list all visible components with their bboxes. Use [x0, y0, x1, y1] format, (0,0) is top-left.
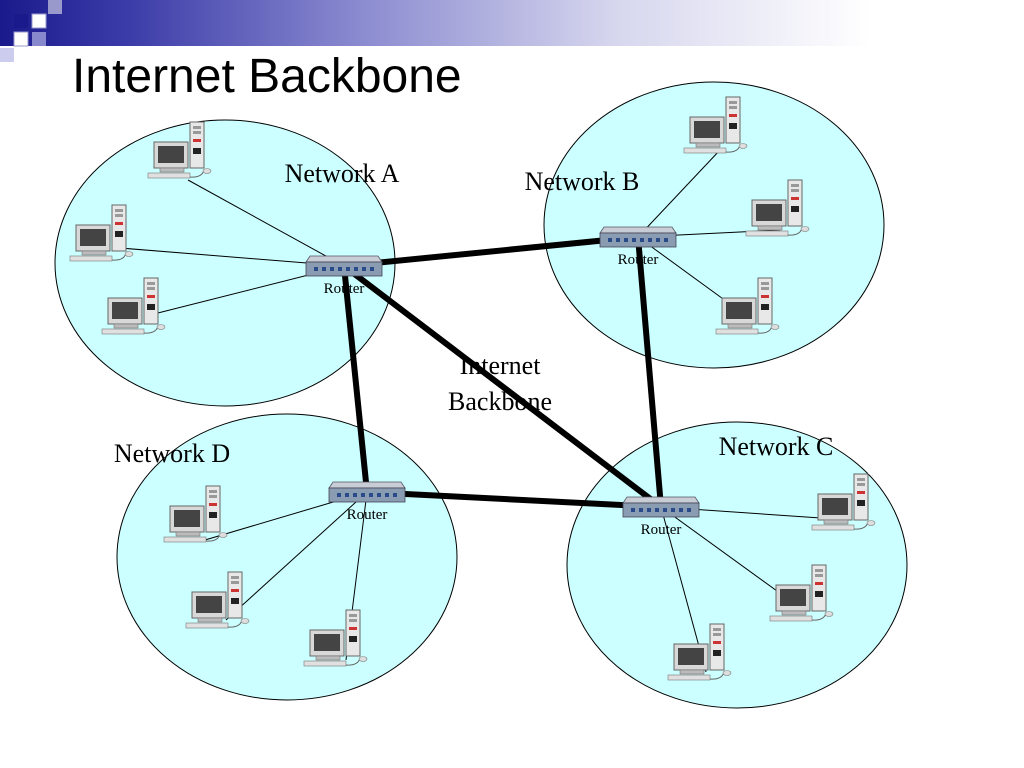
network-d-link-2	[225, 491, 368, 621]
network-b-link-1	[637, 149, 721, 238]
slide-title: Internet Backbone	[72, 50, 462, 103]
router-label: Router	[641, 522, 682, 538]
router-icon	[622, 496, 700, 518]
router-label: Router	[324, 281, 365, 297]
backbone-link-a-b	[340, 233, 642, 270]
backbone-link-d-c	[363, 488, 665, 511]
network-b-area	[543, 81, 885, 369]
router-icon	[599, 226, 677, 248]
network-d-label: Network D	[114, 439, 230, 468]
network-a-label: Network A	[285, 159, 400, 188]
backbone-link-a-d	[340, 262, 371, 496]
network-c-area	[566, 421, 908, 709]
router-label: Router	[347, 507, 388, 523]
network-c-label: Network C	[719, 432, 834, 461]
header-gradient-bar	[0, 0, 1024, 46]
corner-decoration	[0, 0, 62, 62]
backbone-link-b-c	[634, 233, 665, 511]
network-b-label: Network B	[525, 167, 640, 196]
backbone-link-a-c	[339, 261, 666, 512]
router-label: Router	[618, 252, 659, 268]
router-icon	[328, 481, 406, 503]
network-a-link-1	[187, 179, 345, 267]
router-icon	[305, 255, 383, 277]
